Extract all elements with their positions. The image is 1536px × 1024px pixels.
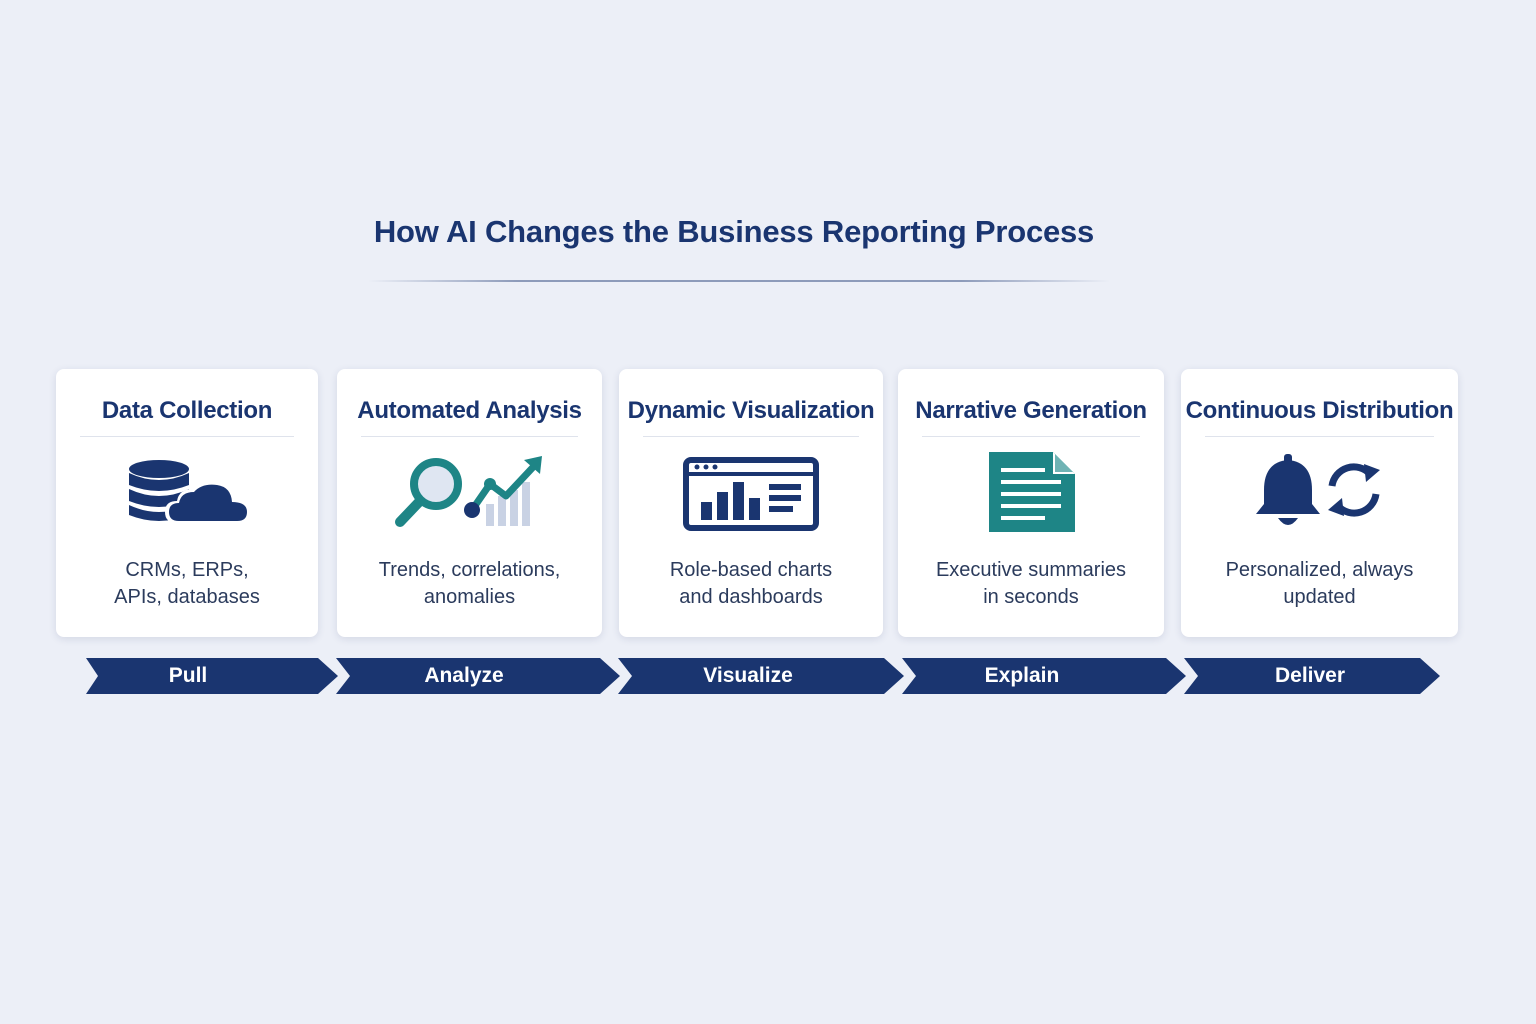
step-description: Trends, correlations, anomalies xyxy=(378,559,561,608)
step-card-data-collection: Data Collection CRMs, ERPs, APIs, databa… xyxy=(56,369,318,637)
page-title: How AI Changes the Business Reporting Pr… xyxy=(373,214,1095,249)
step-title: Continuous Distribution xyxy=(1185,397,1454,424)
bell-refresh-icon xyxy=(1181,454,1458,531)
step-description: Role-based charts and dashboards xyxy=(669,559,833,608)
step-card-narrative-generation: Narrative Generation Executive summaries… xyxy=(898,369,1164,637)
step-title: Narrative Generation xyxy=(915,397,1147,424)
step-description: Personalized, always updated xyxy=(1225,559,1414,608)
stage-label-deliver: Deliver xyxy=(1274,664,1346,687)
document-icon xyxy=(898,452,1164,532)
step-title: Automated Analysis xyxy=(357,397,582,424)
process-flow xyxy=(86,658,1440,694)
card-divider xyxy=(361,436,578,437)
stage-label-analyze: Analyze xyxy=(424,664,504,687)
stage-label-explain: Explain xyxy=(984,664,1060,687)
step-title: Data Collection xyxy=(101,397,273,424)
arrow-segment-pull xyxy=(86,658,338,694)
card-divider xyxy=(80,436,294,437)
card-divider xyxy=(643,436,859,437)
stage-label-visualize: Visualize xyxy=(703,664,793,687)
card-divider xyxy=(1205,436,1434,437)
step-title: Dynamic Visualization xyxy=(627,397,875,424)
step-description: CRMs, ERPs, APIs, databases xyxy=(114,559,260,608)
step-card-dynamic-visualization: Dynamic Visualization Role-based charts … xyxy=(619,369,883,637)
arrow-segment-visualize xyxy=(618,658,904,694)
arrow-segment-deliver xyxy=(1184,658,1440,694)
title-divider xyxy=(368,280,1110,282)
step-card-continuous-distribution: Continuous Distribution Personalized, al… xyxy=(1181,369,1458,637)
arrow-segment-analyze xyxy=(336,658,620,694)
step-description: Executive summaries in seconds xyxy=(935,559,1127,608)
stage-label-pull: Pull xyxy=(168,664,208,687)
dashboard-chart-icon xyxy=(619,457,883,531)
step-card-automated-analysis: Automated Analysis Trends, correlations,… xyxy=(337,369,602,637)
magnifier-trend-icon xyxy=(337,456,602,531)
database-cloud-icon xyxy=(56,457,318,531)
card-divider xyxy=(922,436,1140,437)
arrow-segment-explain xyxy=(902,658,1186,694)
